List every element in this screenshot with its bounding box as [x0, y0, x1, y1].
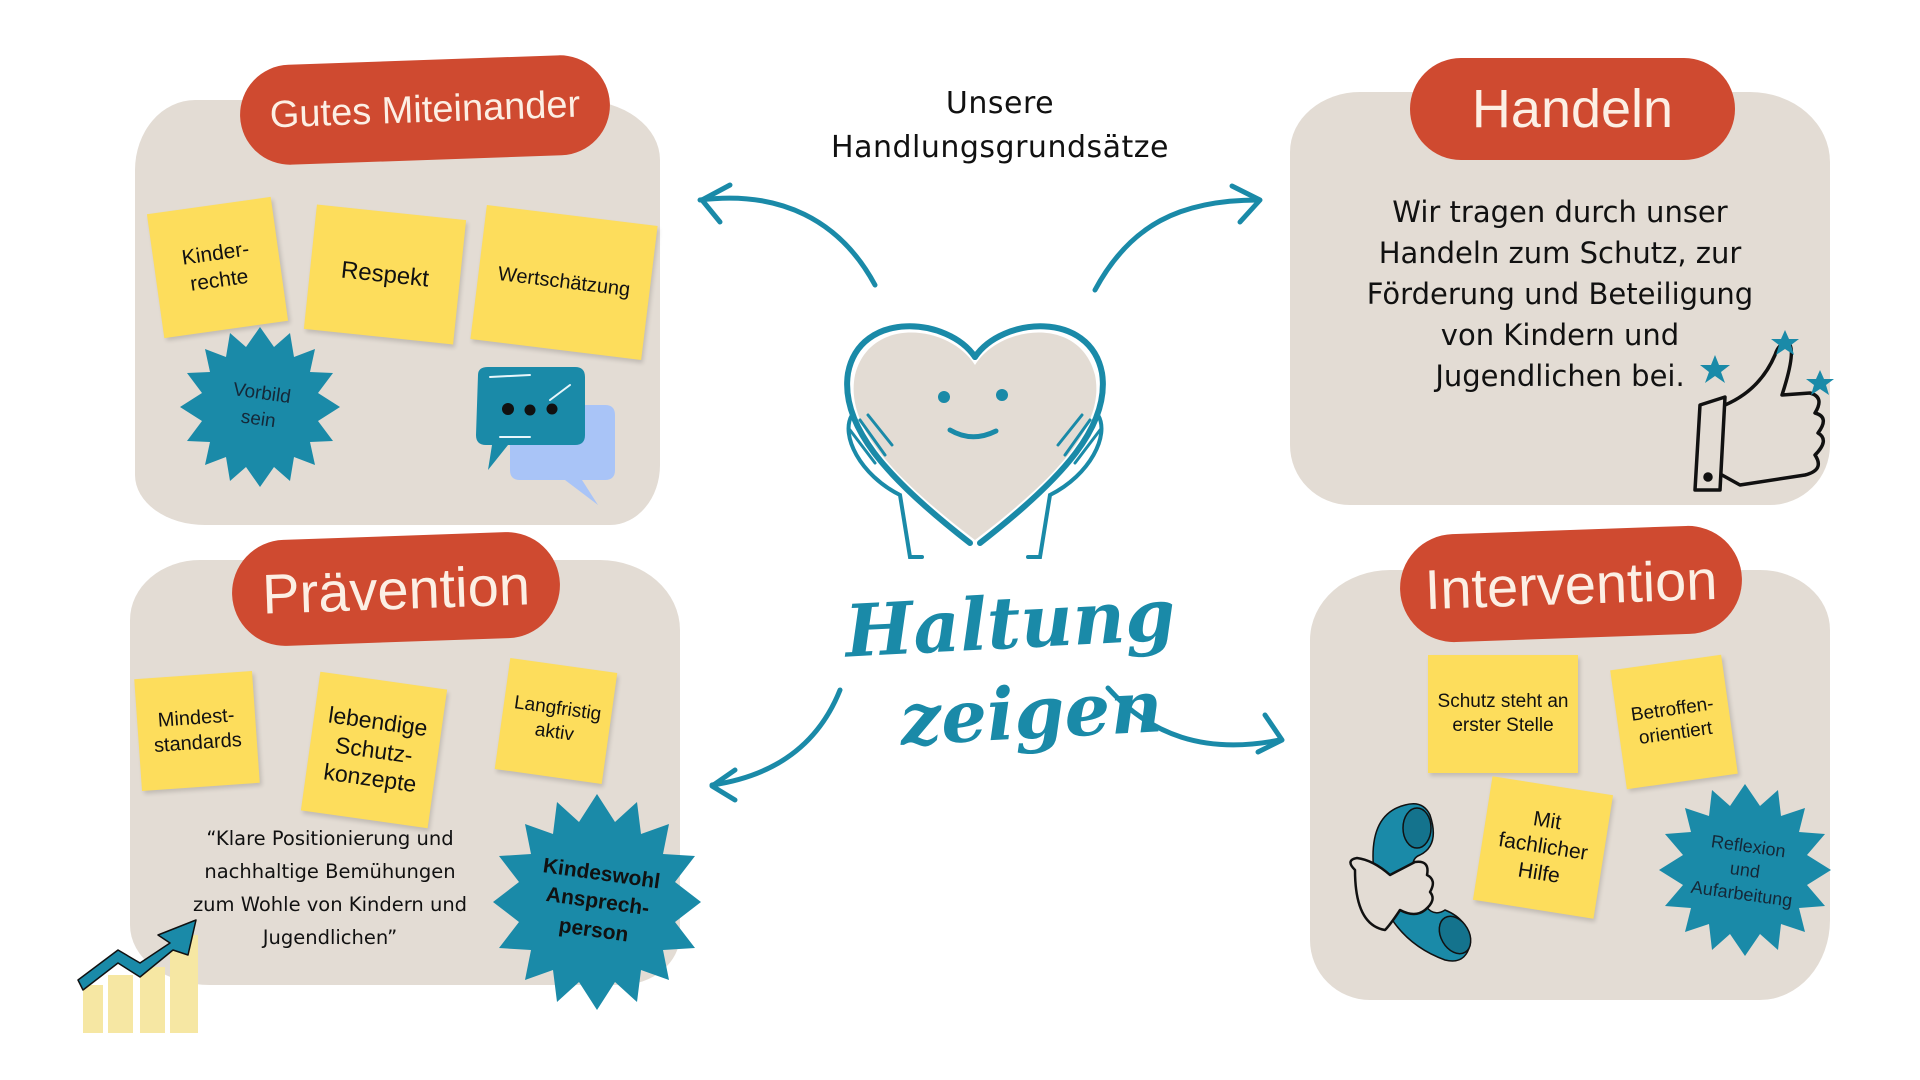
handeln-line-5: Jugendlichen bei.	[1435, 359, 1685, 393]
starburst-icon	[493, 794, 701, 1010]
badge-kindeswohl-label: Kindeswohl Ansprech- person	[541, 854, 662, 947]
chart-bar-2	[108, 975, 133, 1033]
heart-eye-right	[996, 389, 1008, 401]
handeln-line-4: von Kindern und	[1440, 318, 1680, 352]
trend-arrow	[77, 919, 197, 991]
note-mindeststandards: Mindest- standards	[134, 671, 260, 791]
arrowhead-bl	[709, 767, 738, 803]
quote-line-2: nachhaltige Bemühungen	[204, 860, 456, 883]
arrowhead-tr	[1229, 183, 1263, 225]
center-title-line1: Unsere	[945, 86, 1055, 121]
note-fachliche-hilfe: Mit fachlicher Hilfe	[1472, 776, 1614, 919]
starburst-icon	[180, 327, 340, 487]
chart-bar-3	[140, 967, 165, 1033]
arrow-to-praevention	[709, 687, 843, 788]
arrow-to-handeln	[1092, 197, 1261, 293]
sparkle-star-2	[1771, 330, 1799, 355]
heart-eye-left	[938, 391, 950, 403]
sparkle-star-3	[1806, 370, 1834, 395]
badge-reflexion-aufarbeitung: Reflexion und Aufarbeitung	[1655, 780, 1835, 960]
heart-with-hands-icon	[844, 323, 1106, 559]
arrowhead-br	[1255, 712, 1285, 755]
center-title-line2: Handlungsgrundsätze	[831, 130, 1169, 165]
note-langfristig-aktiv: Langfristig aktiv	[494, 658, 618, 784]
banner-handeln: Handeln	[1410, 58, 1735, 160]
right-hand	[1026, 413, 1104, 559]
arrowhead-tl	[699, 182, 733, 225]
telephone-icon	[1349, 803, 1472, 962]
handeln-line-2: Handeln zum Schutz, zur	[1378, 236, 1742, 270]
note-schutz-erste-stelle: Schutz steht an erster Stelle	[1428, 655, 1578, 773]
arrow-to-intervention	[1105, 685, 1283, 748]
handeln-statement: Wir tragen durch unser Handeln zum Schut…	[1330, 192, 1790, 397]
quote-line-4: Jugendlichen”	[262, 926, 398, 949]
badge-reflexion-label: Reflexion und Aufarbeitung	[1689, 830, 1794, 911]
badge-kindeswohl-ansprechperson: Kindeswohl Ansprech- person	[490, 790, 705, 1015]
heart-smile	[947, 427, 999, 440]
badge-vorbild-sein: Vorbild sein	[175, 322, 345, 492]
thumbs-up-icon	[1693, 330, 1834, 492]
sparkle-star-1	[1700, 355, 1730, 383]
praevention-quote: “Klare Positionierung und nachhaltige Be…	[165, 822, 495, 954]
quote-line-3: zum Wohle von Kindern und	[192, 893, 468, 916]
note-schutzkonzepte: lebendige Schutz- konzepte	[300, 671, 448, 829]
panel-handeln	[1290, 92, 1830, 505]
motto-line2: zeigen	[897, 663, 1165, 762]
left-hand	[846, 413, 924, 559]
handeln-line-1: Wir tragen durch unser	[1392, 195, 1728, 229]
arrow-to-gutes-miteinander	[697, 195, 878, 288]
badge-vorbild-sein-label: Vorbild sein	[231, 379, 293, 433]
note-wertschaetzung: Wertschätzung	[470, 205, 658, 360]
quote-line-1: “Klare Positionierung und	[206, 827, 454, 850]
chart-bar-1	[83, 985, 103, 1033]
starburst-icon	[1659, 784, 1831, 956]
growth-chart-icon	[77, 919, 198, 1033]
hand-holding-phone	[1349, 856, 1435, 932]
speech-bubbles-icon	[476, 367, 615, 505]
motto-line1: Haltung	[843, 571, 1178, 674]
handeln-line-3: Förderung und Beteiligung	[1366, 277, 1754, 311]
